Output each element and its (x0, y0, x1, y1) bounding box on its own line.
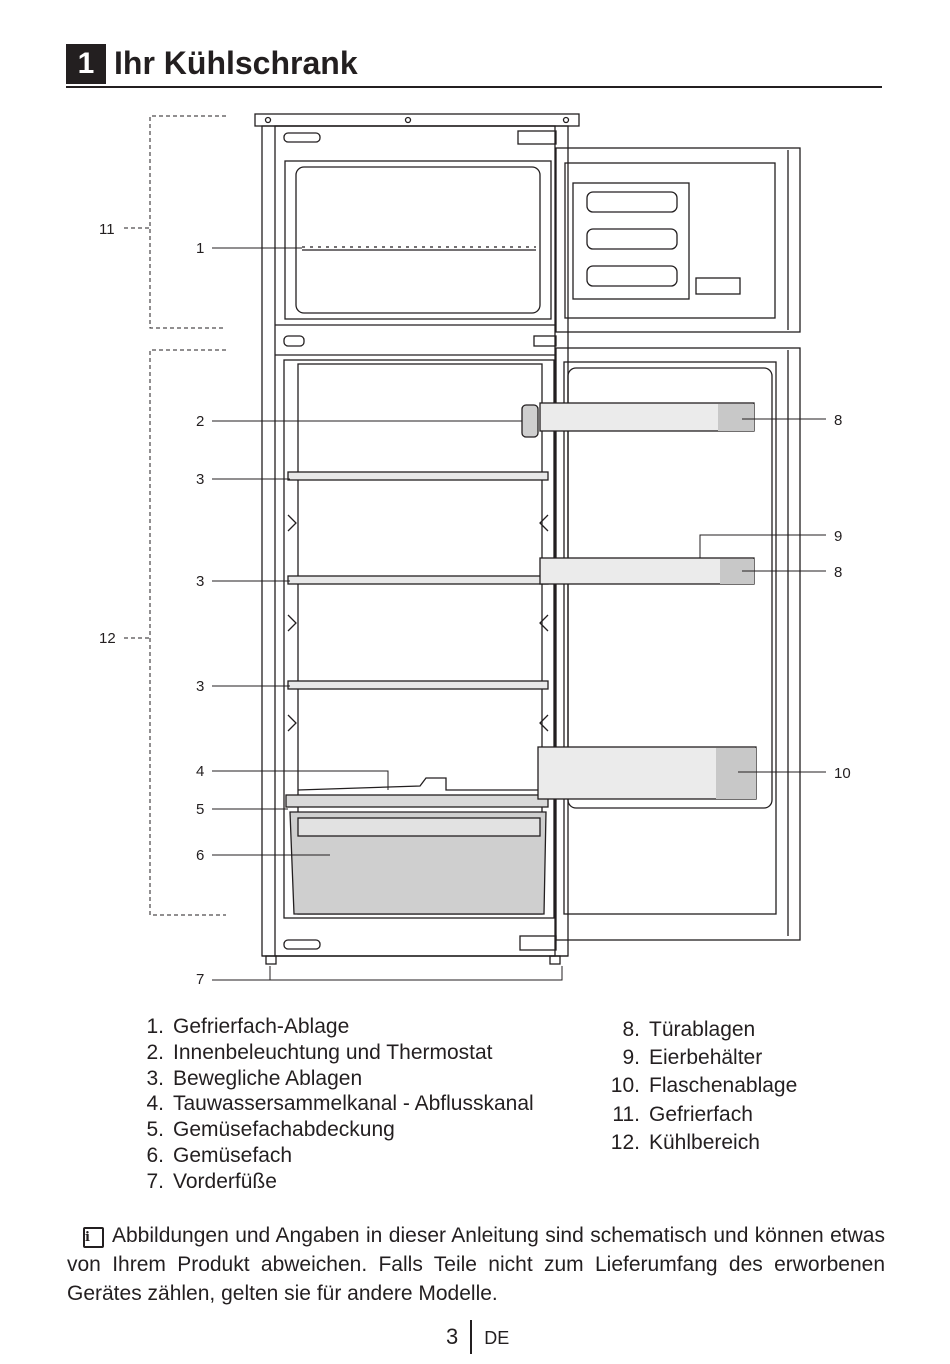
legend-text: Vorderfüße (173, 1169, 277, 1193)
callout-7: 7 (196, 971, 204, 988)
legend-text: Gefrierfach (649, 1102, 753, 1126)
front-foot-left (265, 955, 277, 965)
legend-number: 7. (146, 1169, 164, 1193)
legend-item: 9. Eierbehälter (588, 1044, 797, 1072)
top-cap (254, 113, 580, 127)
legend-left: 1. Gefrierfach-Ablage 2. Innenbeleuchtung … (118, 1014, 534, 1195)
legend-text: Flaschenablage (649, 1074, 798, 1098)
legend-item: 3. Bewegliche Ablagen (118, 1066, 534, 1092)
callout-4: 4 (196, 763, 204, 780)
legend-item: 5. Gemüsefachabdeckung (118, 1117, 534, 1143)
door-shelf-2 (539, 557, 755, 585)
legend-text: Tauwassersammelkanal - Abflusskanal (173, 1092, 534, 1116)
freezer-star-label (695, 277, 741, 295)
callout-1: 1 (196, 240, 204, 257)
callout-9: 9 (834, 528, 842, 545)
legend-text: Kühlbereich (649, 1130, 760, 1154)
legend-text: Türablagen (649, 1018, 756, 1041)
shelf-2 (287, 575, 549, 585)
callout-3a: 3 (196, 471, 204, 488)
legend-item: 8. Türablagen (588, 1016, 797, 1044)
freezer-door (555, 147, 801, 333)
legend-number: 9. (622, 1046, 640, 1070)
note-text: Abbildungen und Angaben in dieser Anleit… (67, 1224, 885, 1305)
legend-item: 4. Tauwassersammelkanal - Abflusskanal (118, 1091, 534, 1117)
legend-text: Eierbehälter (649, 1046, 763, 1070)
legend-text: Gefrierfach-Ablage (173, 1015, 350, 1038)
crisper-cover (285, 794, 549, 808)
legend-item: 2. Innenbeleuchtung und Thermostat (118, 1040, 534, 1066)
callout-12: 12 (99, 630, 116, 647)
section-title: Ihr Kühlschrank (114, 45, 358, 81)
callout-10: 10 (834, 765, 851, 782)
crisper (289, 811, 547, 915)
fridge-door (555, 347, 801, 941)
callout-5: 5 (196, 801, 204, 818)
legend-item: 7. Vorderfüße (118, 1169, 534, 1195)
footer-divider (470, 1320, 473, 1354)
legend-number: 5. (146, 1118, 164, 1142)
light-thermostat (521, 404, 539, 438)
callout-8b: 8 (834, 564, 842, 581)
info-icon: i (83, 1227, 104, 1248)
legend-right: 8. Türablagen 9. Eierbehälter 10. Flaschena… (588, 1016, 797, 1157)
legend-number: 11. (612, 1102, 640, 1126)
fridge-compartment (283, 359, 555, 919)
legend-number: 3. (146, 1066, 164, 1090)
legend-item: 12. Kühlbereich (588, 1129, 797, 1157)
legend-number: 6. (146, 1143, 164, 1167)
language-code: DE (484, 1328, 510, 1348)
freezer-compartment (284, 160, 552, 320)
legend-number: 1. (146, 1015, 164, 1038)
legend-text: Gemüsefachabdeckung (173, 1118, 395, 1142)
legend-text: Gemüsefach (173, 1143, 293, 1167)
callout-11: 11 (99, 221, 115, 238)
callout-8a: 8 (834, 412, 842, 429)
page-footer: 3 DE (446, 1320, 509, 1354)
fridge-diagram: 11 12 1 2 3 3 3 4 5 6 7 8 9 8 10 (99, 113, 851, 988)
callout-6: 6 (196, 847, 204, 864)
page-number: 3 (446, 1324, 459, 1349)
legend-item: 11. Gefrierfach (588, 1101, 797, 1129)
legend-text: Bewegliche Ablagen (173, 1066, 363, 1090)
section-heading: 1 Ihr Kühlschrank (66, 40, 882, 88)
front-foot-right (549, 955, 561, 965)
legend-text: Innenbeleuchtung und Thermostat (173, 1040, 493, 1064)
shelf-1 (287, 471, 549, 481)
legend-number: 2. (146, 1040, 164, 1064)
legend-number: 8. (622, 1018, 640, 1041)
shelf-3 (287, 680, 549, 690)
legend-item: 10. Flaschenablage (588, 1072, 797, 1100)
legend-number: 4. (146, 1092, 164, 1116)
legend-number: 12. (610, 1130, 640, 1154)
legend-item: 1. Gefrierfach-Ablage (118, 1014, 534, 1040)
callout-3b: 3 (196, 573, 204, 590)
legend-number: 10. (610, 1074, 640, 1098)
drain-channel (297, 777, 540, 791)
callout-2: 2 (196, 413, 204, 430)
legend-item: 6. Gemüsefach (118, 1143, 534, 1169)
section-number: 1 (66, 44, 106, 84)
callout-3c: 3 (196, 678, 204, 695)
